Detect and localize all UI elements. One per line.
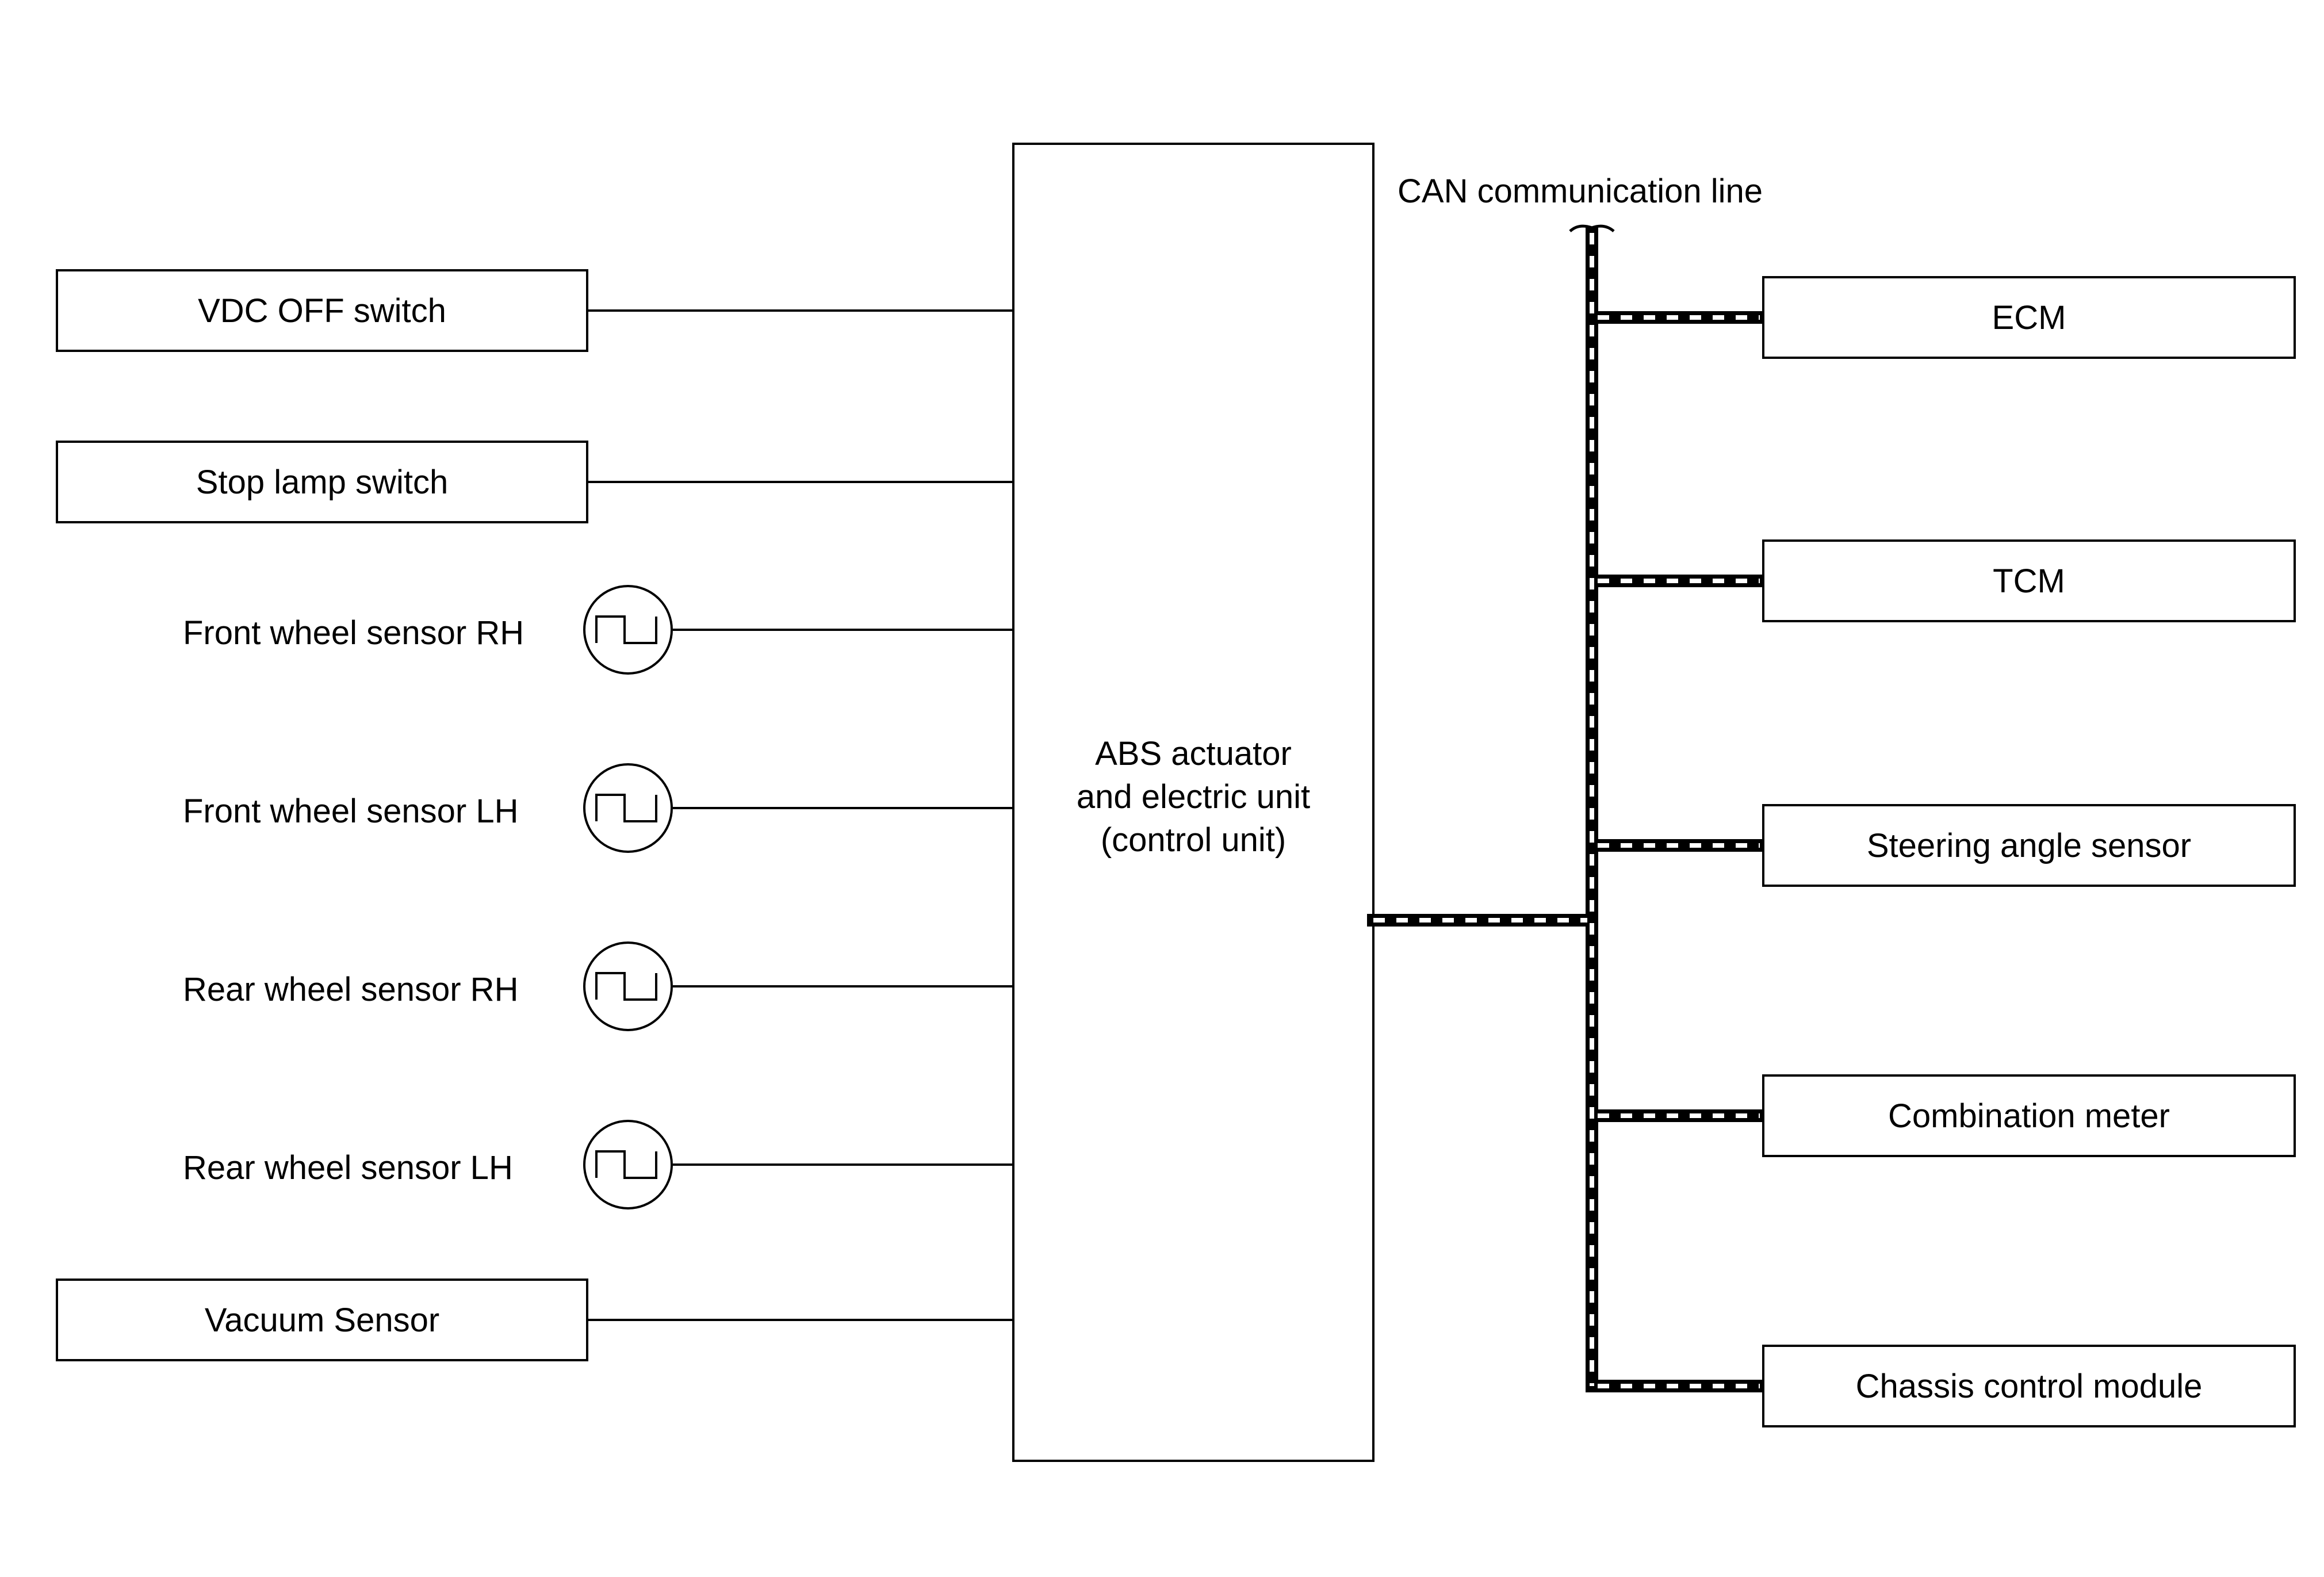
rear-wheel-sensor-lh-label: Rear wheel sensor LH: [183, 1149, 513, 1186]
can-bus-brace-icon: [1569, 224, 1615, 232]
chassis-control-module-label: Chassis control module: [1856, 1368, 2203, 1405]
abs-control-unit-block: ABS actuator and electric unit (control …: [1012, 143, 1375, 1462]
steering-angle-sensor-box: [1762, 804, 2296, 887]
stop-lamp-switch-label: Stop lamp switch: [196, 464, 448, 501]
stop-lamp-switch-block: Stop lamp switch: [56, 441, 588, 523]
wheel-sensor-icon: [583, 941, 673, 1031]
chassis-control-module-block: Chassis control module: [1762, 1345, 2296, 1427]
combination-meter-label: Combination meter: [1888, 1097, 2170, 1135]
tcm-label: TCM: [1993, 562, 2065, 600]
vacuum-sensor-label: Vacuum Sensor: [205, 1302, 439, 1339]
front-wheel-sensor-rh-block: Front wheel sensor RH: [183, 585, 673, 675]
front-wheel-sensor-lh-label: Front wheel sensor LH: [183, 793, 518, 830]
pulse-waveform-icon: [595, 1150, 657, 1179]
rear-wheel-sensor-lh-block: Rear wheel sensor LH: [183, 1120, 673, 1209]
stop-lamp-switch-box: [56, 441, 588, 523]
combination-meter-block: Combination meter: [1762, 1074, 2296, 1157]
abs-control-unit-label-line2: and electric unit: [1077, 778, 1310, 816]
combination-meter-box: [1762, 1074, 2296, 1157]
steering-angle-sensor-label: Steering angle sensor: [1867, 827, 2191, 864]
pulse-waveform-icon: [595, 972, 657, 1001]
tcm-block: TCM: [1762, 539, 2296, 622]
vacuum-sensor-block: Vacuum Sensor: [56, 1279, 588, 1361]
can-bus-label: CAN communication line: [1398, 173, 1763, 210]
abs-control-unit-label-line1: ABS actuator: [1095, 735, 1292, 772]
ecm-box: [1762, 276, 2296, 359]
ecm-block: ECM: [1762, 276, 2296, 359]
ecm-label: ECM: [1992, 299, 2066, 336]
pulse-waveform-icon: [595, 794, 657, 822]
wheel-sensor-icon: [583, 1120, 673, 1209]
wheel-sensor-icon: [583, 763, 673, 853]
vdc-off-switch-block: VDC OFF switch: [56, 269, 588, 352]
pulse-waveform-icon: [595, 615, 657, 644]
vdc-off-switch-box: [56, 269, 588, 352]
steering-angle-sensor-block: Steering angle sensor: [1762, 804, 2296, 887]
can-bus: [1367, 224, 1770, 1392]
abs-control-unit-label-line3: (control unit): [1101, 821, 1286, 859]
rear-wheel-sensor-rh-label: Rear wheel sensor RH: [183, 971, 518, 1008]
wheel-sensor-icon: [583, 585, 673, 675]
rear-wheel-sensor-rh-block: Rear wheel sensor RH: [183, 941, 673, 1031]
chassis-control-module-box: [1762, 1345, 2296, 1427]
tcm-box: [1762, 539, 2296, 622]
abs-control-unit-box: [1012, 143, 1375, 1462]
front-wheel-sensor-lh-block: Front wheel sensor LH: [183, 763, 673, 853]
vacuum-sensor-box: [56, 1279, 588, 1361]
front-wheel-sensor-rh-label: Front wheel sensor RH: [183, 614, 524, 652]
vdc-off-switch-label: VDC OFF switch: [198, 292, 446, 330]
